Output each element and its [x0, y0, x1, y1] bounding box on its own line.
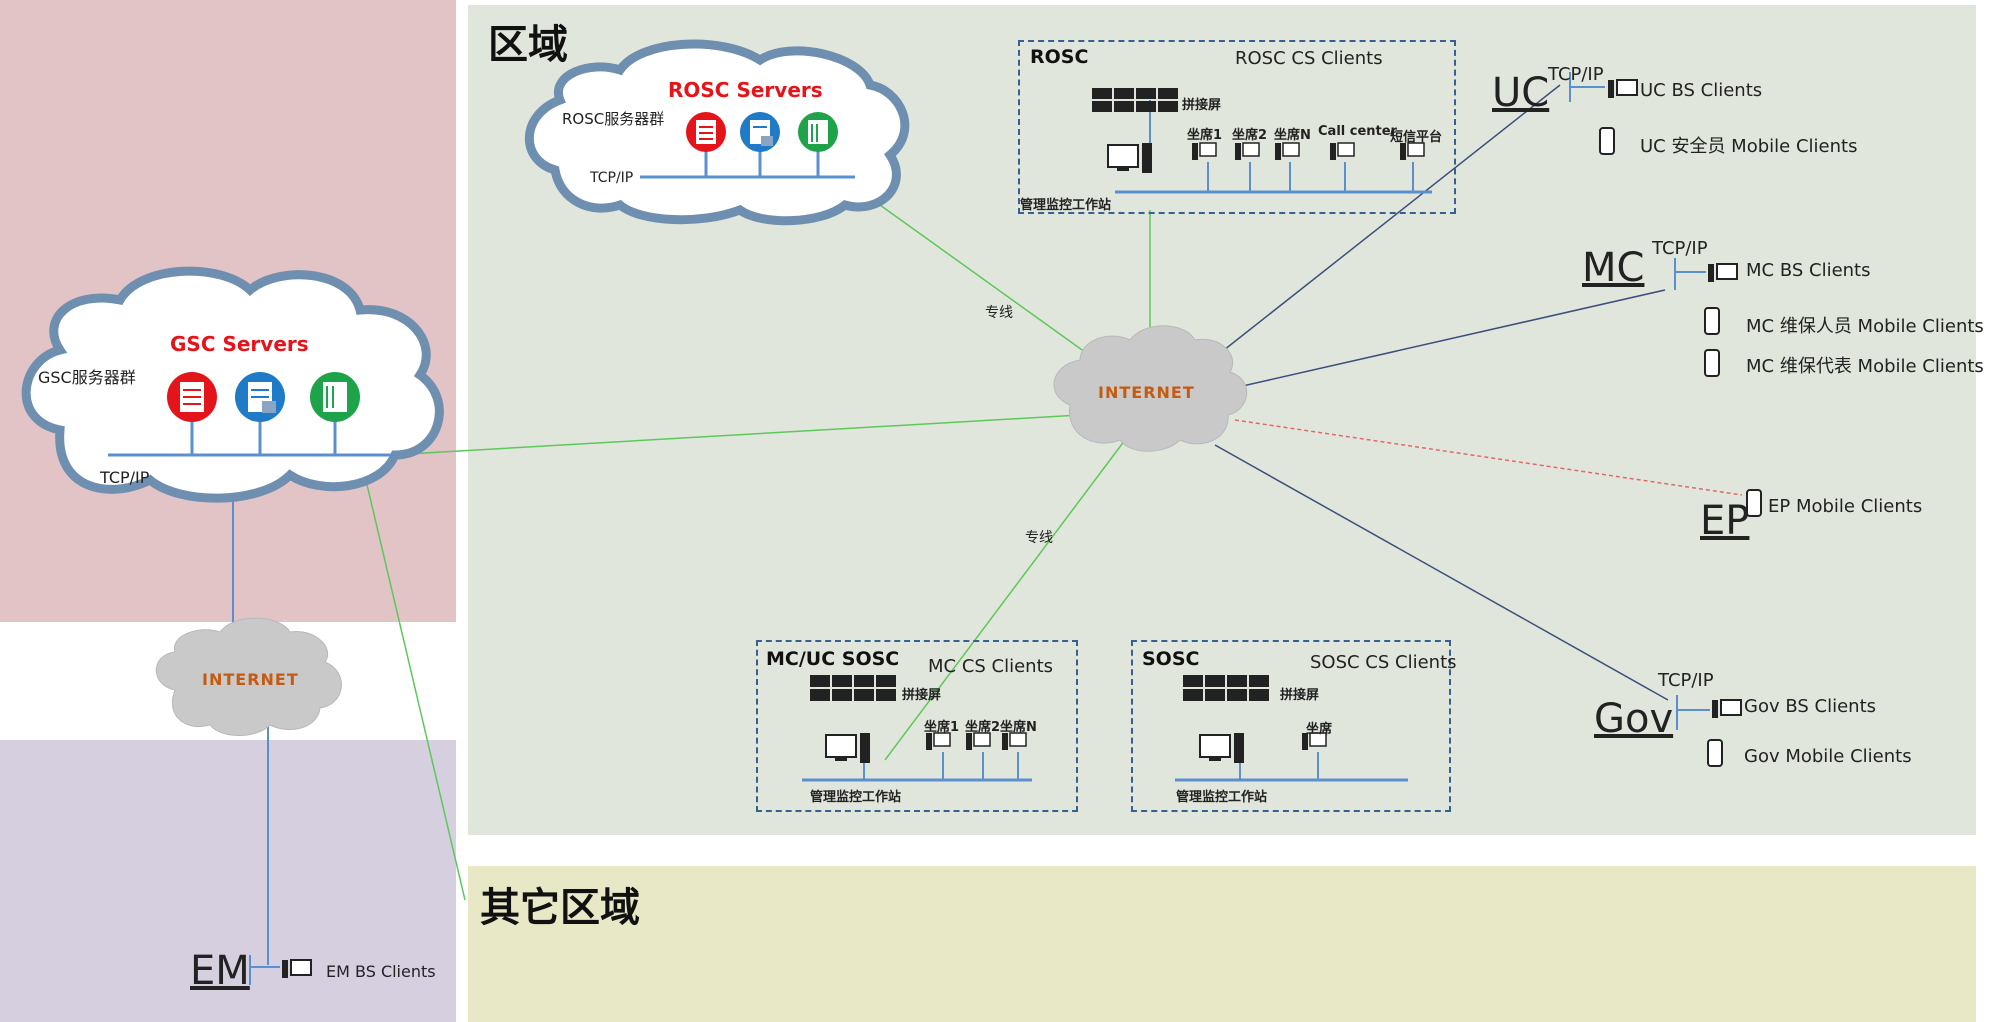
sosc-workstation-label: 管理监控工作站 [1176, 790, 1268, 805]
sosc-box [1131, 640, 1451, 812]
gov-bs-pc-icon [1712, 699, 1742, 718]
sosc-box-clients: SOSC CS Clients [1310, 652, 1457, 673]
sosc-video-wall-icon [1183, 675, 1269, 701]
dedicated-line-mcuc [884, 439, 1126, 761]
rosc-server-green-icon [798, 112, 838, 152]
mcuc-box-clients: MC CS Clients [928, 656, 1054, 677]
mcuc-seat-pc-icon [926, 732, 1027, 750]
rosc-workstation-icon [1107, 143, 1152, 173]
uc-protocol-label: TCP/IP [1548, 64, 1604, 85]
em-label: EM [190, 948, 250, 994]
gov-bs-clients: Gov BS Clients [1744, 696, 1877, 717]
mc-mobile-clients-1: MC 维保人员 Mobile Clients [1746, 316, 1984, 337]
mc-bs-pc-icon [1708, 263, 1738, 282]
rosc-box-clients: ROSC CS Clients [1235, 48, 1383, 69]
internet-cloud-left [155, 617, 342, 736]
mcuc-video-wall-icon [810, 675, 896, 701]
mcuc-video-wall-label: 拼接屏 [902, 688, 942, 703]
gsc-protocol-label: TCP/IP [100, 468, 150, 487]
line-mc [1224, 289, 1666, 391]
rosc-seat-label: 坐席N [1274, 128, 1311, 143]
mcuc-seat-label: 坐席2 [965, 720, 1001, 735]
gsc-cluster-label: GSC服务器群 [38, 368, 136, 387]
gov-protocol-label: TCP/IP [1658, 670, 1714, 691]
uc-mobile-clients: UC 安全员 Mobile Clients [1640, 136, 1858, 157]
rosc-servers-label: ROSC Servers [668, 78, 823, 102]
uc-mobile-icon [1599, 127, 1615, 155]
mcuc-box-title: MC/UC SOSC [766, 648, 900, 670]
rosc-box-title: ROSC [1030, 46, 1089, 68]
gsc-servers-label: GSC Servers [170, 332, 309, 356]
mc-mobile-icon-2 [1704, 349, 1720, 377]
rosc-seat-label: Call center [1318, 124, 1397, 139]
gsc-server-blue-icon [235, 372, 285, 422]
gov-mobile-icon [1707, 739, 1723, 767]
dedicated-line-gsc [389, 414, 1081, 456]
gov-label: Gov [1594, 696, 1674, 742]
other-region-area [468, 866, 1976, 1022]
gsc-server-red-icon [167, 372, 217, 422]
dedicated-line-label-top: 专线 [985, 305, 1013, 321]
mcuc-workstation-label: 管理监控工作站 [810, 790, 902, 805]
sosc-seat-label: 坐席 [1306, 722, 1333, 737]
rosc-box [1018, 40, 1456, 214]
ep-mobile-icon [1746, 489, 1762, 517]
line-gov [1214, 444, 1669, 701]
rosc-server-red-icon [686, 112, 726, 152]
other-region-title: 其它区域 [480, 885, 640, 931]
sosc-video-wall-label: 拼接屏 [1280, 688, 1320, 703]
internet-center-label: INTERNET [1098, 383, 1195, 402]
rosc-video-wall-label: 拼接屏 [1182, 98, 1222, 113]
rosc-seat-label: 坐席2 [1232, 128, 1268, 143]
rosc-server-blue-icon [740, 112, 780, 152]
em-area [0, 740, 456, 1022]
rosc-workstation-label: 管理监控工作站 [1020, 198, 1112, 213]
mcuc-seat-label: 坐席N [1000, 720, 1037, 735]
sosc-workstation-icon [1199, 733, 1244, 763]
sosc-box-title: SOSC [1142, 648, 1200, 670]
region-title: 区域 [488, 22, 568, 68]
gsc-server-green-icon [310, 372, 360, 422]
mcuc-seat-label: 坐席1 [924, 720, 960, 735]
gov-mobile-clients: Gov Mobile Clients [1744, 746, 1912, 767]
ep-label: EP [1700, 498, 1750, 544]
internet-cloud-center [1053, 325, 1248, 452]
rosc-cluster-label: ROSC服务器群 [562, 110, 665, 128]
em-bs-pc-icon [282, 959, 312, 978]
mc-mobile-clients-2: MC 维保代表 Mobile Clients [1746, 356, 1984, 377]
dedicated-line-label-bottom: 专线 [1025, 530, 1053, 546]
mc-mobile-icon-1 [1704, 307, 1720, 335]
mc-label: MC [1582, 245, 1645, 291]
line-ep [1234, 419, 1743, 496]
rosc-seat-label: 短信平台 [1390, 130, 1443, 145]
uc-bs-pc-icon [1608, 79, 1638, 98]
rosc-video-wall-icon [1092, 88, 1178, 112]
mcuc-workstation-icon [825, 733, 870, 763]
uc-label: UC [1492, 70, 1550, 116]
mcuc-sosc-box [756, 640, 1078, 812]
rosc-seat-label: 坐席1 [1187, 128, 1223, 143]
rosc-seat-pc-icon [1192, 142, 1425, 160]
mc-protocol-label: TCP/IP [1652, 238, 1708, 259]
em-bs-clients: EM BS Clients [326, 962, 436, 981]
dedicated-line-other [359, 454, 466, 901]
line-uc [1204, 84, 1561, 366]
uc-bs-clients: UC BS Clients [1640, 80, 1763, 101]
rosc-protocol-label: TCP/IP [590, 170, 634, 186]
sosc-seat-pc-icon [1302, 732, 1327, 750]
dedicated-line-rosc [879, 204, 1111, 371]
internet-left-label: INTERNET [202, 670, 299, 689]
ep-mobile-clients: EP Mobile Clients [1768, 496, 1923, 517]
mc-bs-clients: MC BS Clients [1746, 260, 1871, 281]
